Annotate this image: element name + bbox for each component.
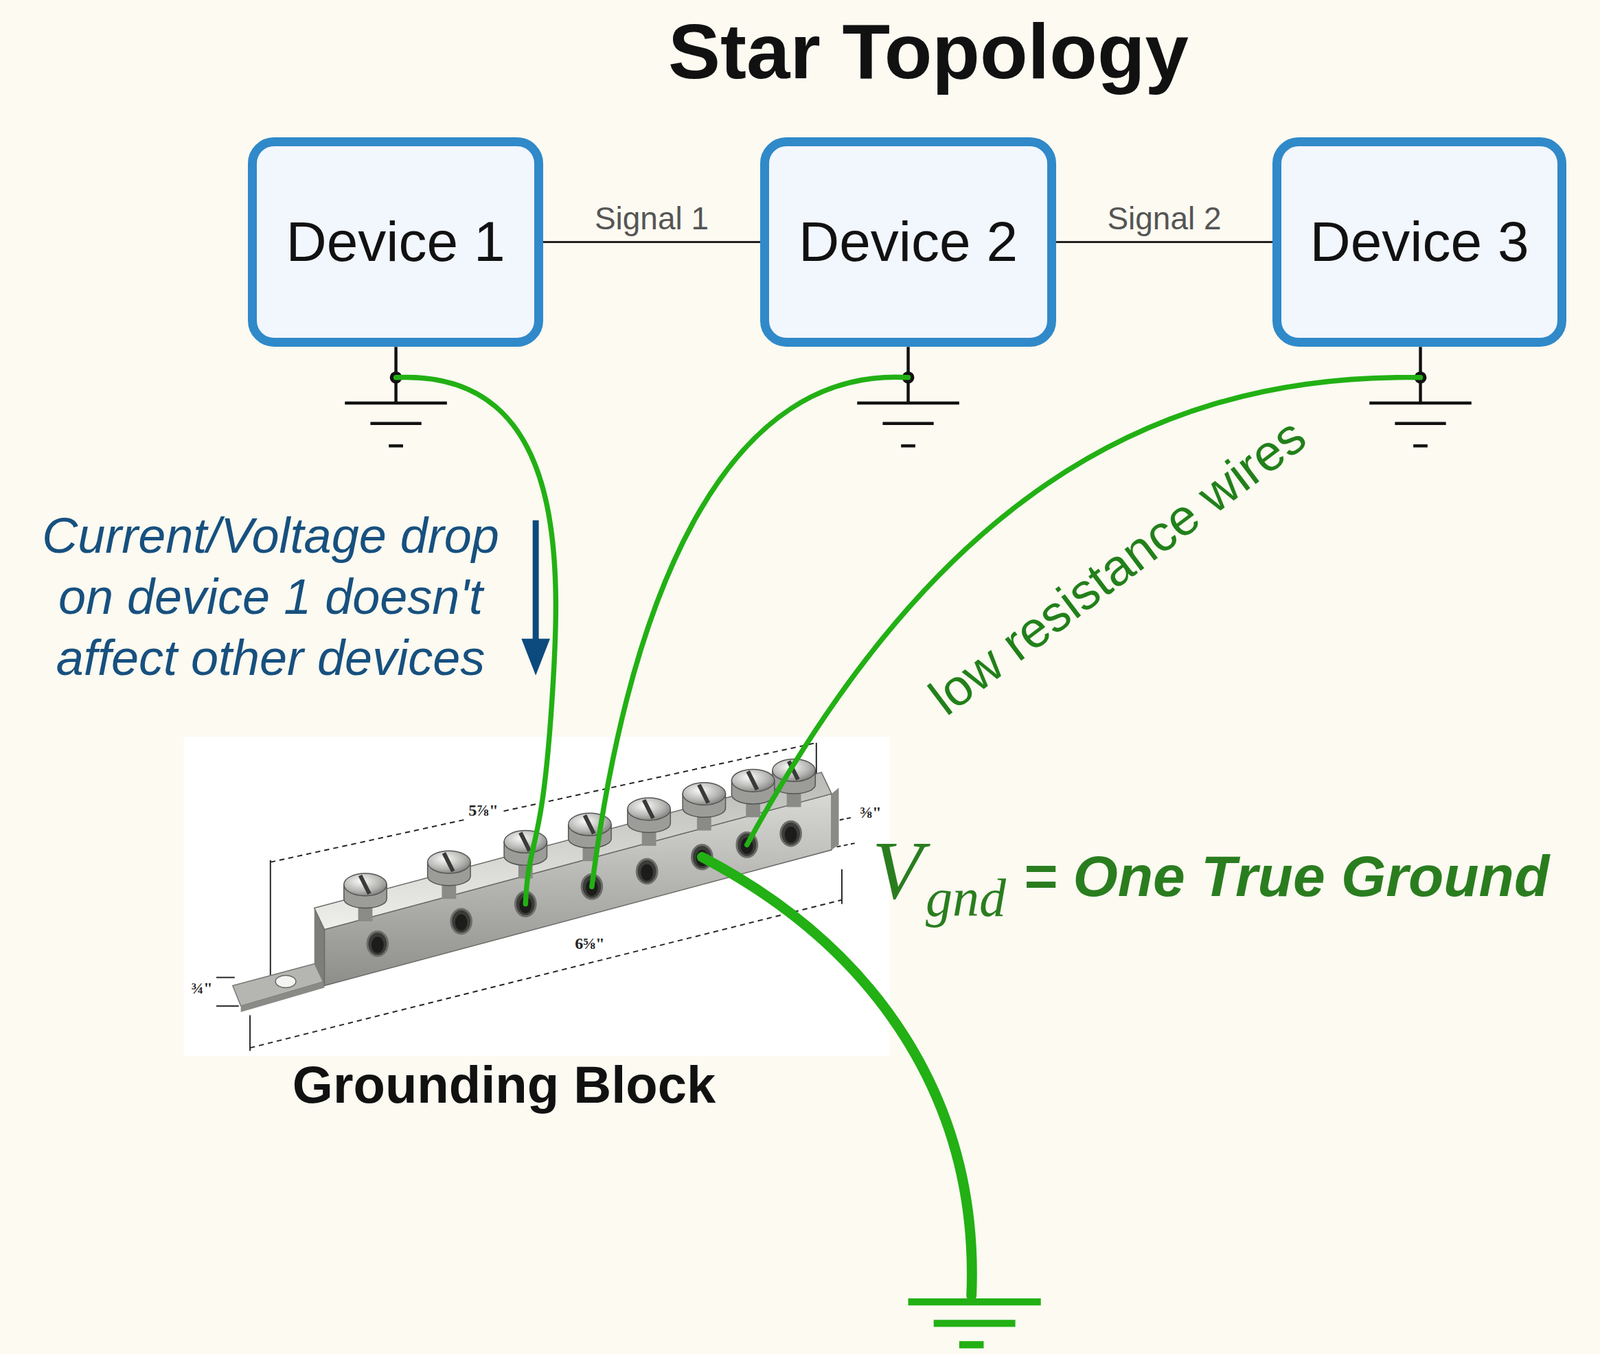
earth-ground-symbol	[908, 1301, 1042, 1345]
device-box: Device 3	[1272, 137, 1567, 347]
screw-hole	[636, 859, 658, 884]
signal-name: Signal 1	[594, 200, 709, 237]
device-box: Device 2	[760, 137, 1057, 347]
screw-hole	[451, 909, 472, 934]
voltage-subscript: gnd	[925, 871, 1007, 925]
dimension: 5⅞"	[466, 801, 500, 821]
signal-line	[1056, 241, 1273, 244]
device-label: Device 1	[285, 209, 505, 274]
ground-wire	[396, 376, 1421, 904]
device-label: Device 3	[1309, 209, 1529, 274]
current-arrow	[521, 520, 551, 676]
device-box: Device 1	[247, 137, 544, 347]
ground-symbol	[856, 346, 960, 446]
signal-name: Signal 2	[1106, 200, 1221, 237]
terminal-screw	[568, 813, 612, 862]
terminal-screw	[344, 873, 387, 922]
terminal-screw	[682, 782, 726, 831]
terminal-screw	[504, 830, 547, 879]
signal-line	[543, 241, 761, 244]
voltage-symbol: V	[872, 829, 923, 912]
terminal-screw	[627, 797, 671, 847]
dimension: 6⅝"	[572, 934, 607, 954]
ground-symbol	[1369, 346, 1472, 446]
screw-hole	[780, 821, 802, 847]
annotation-note: Current/Voltage drop on device 1 doesn't…	[23, 505, 518, 689]
screw-hole	[367, 931, 388, 957]
terminal-screw	[427, 850, 471, 899]
ground-note: = One True Ground	[1023, 847, 1550, 906]
wire-note: low resistance wires	[918, 406, 1317, 727]
device-label: Device 2	[798, 209, 1018, 274]
ground-symbol	[344, 346, 448, 446]
part-name: Grounding Block	[292, 1054, 716, 1115]
diagram-title: Star Topology	[668, 6, 1189, 97]
dimension: ¾"	[188, 979, 215, 999]
dimension: ⅜"	[857, 803, 884, 823]
